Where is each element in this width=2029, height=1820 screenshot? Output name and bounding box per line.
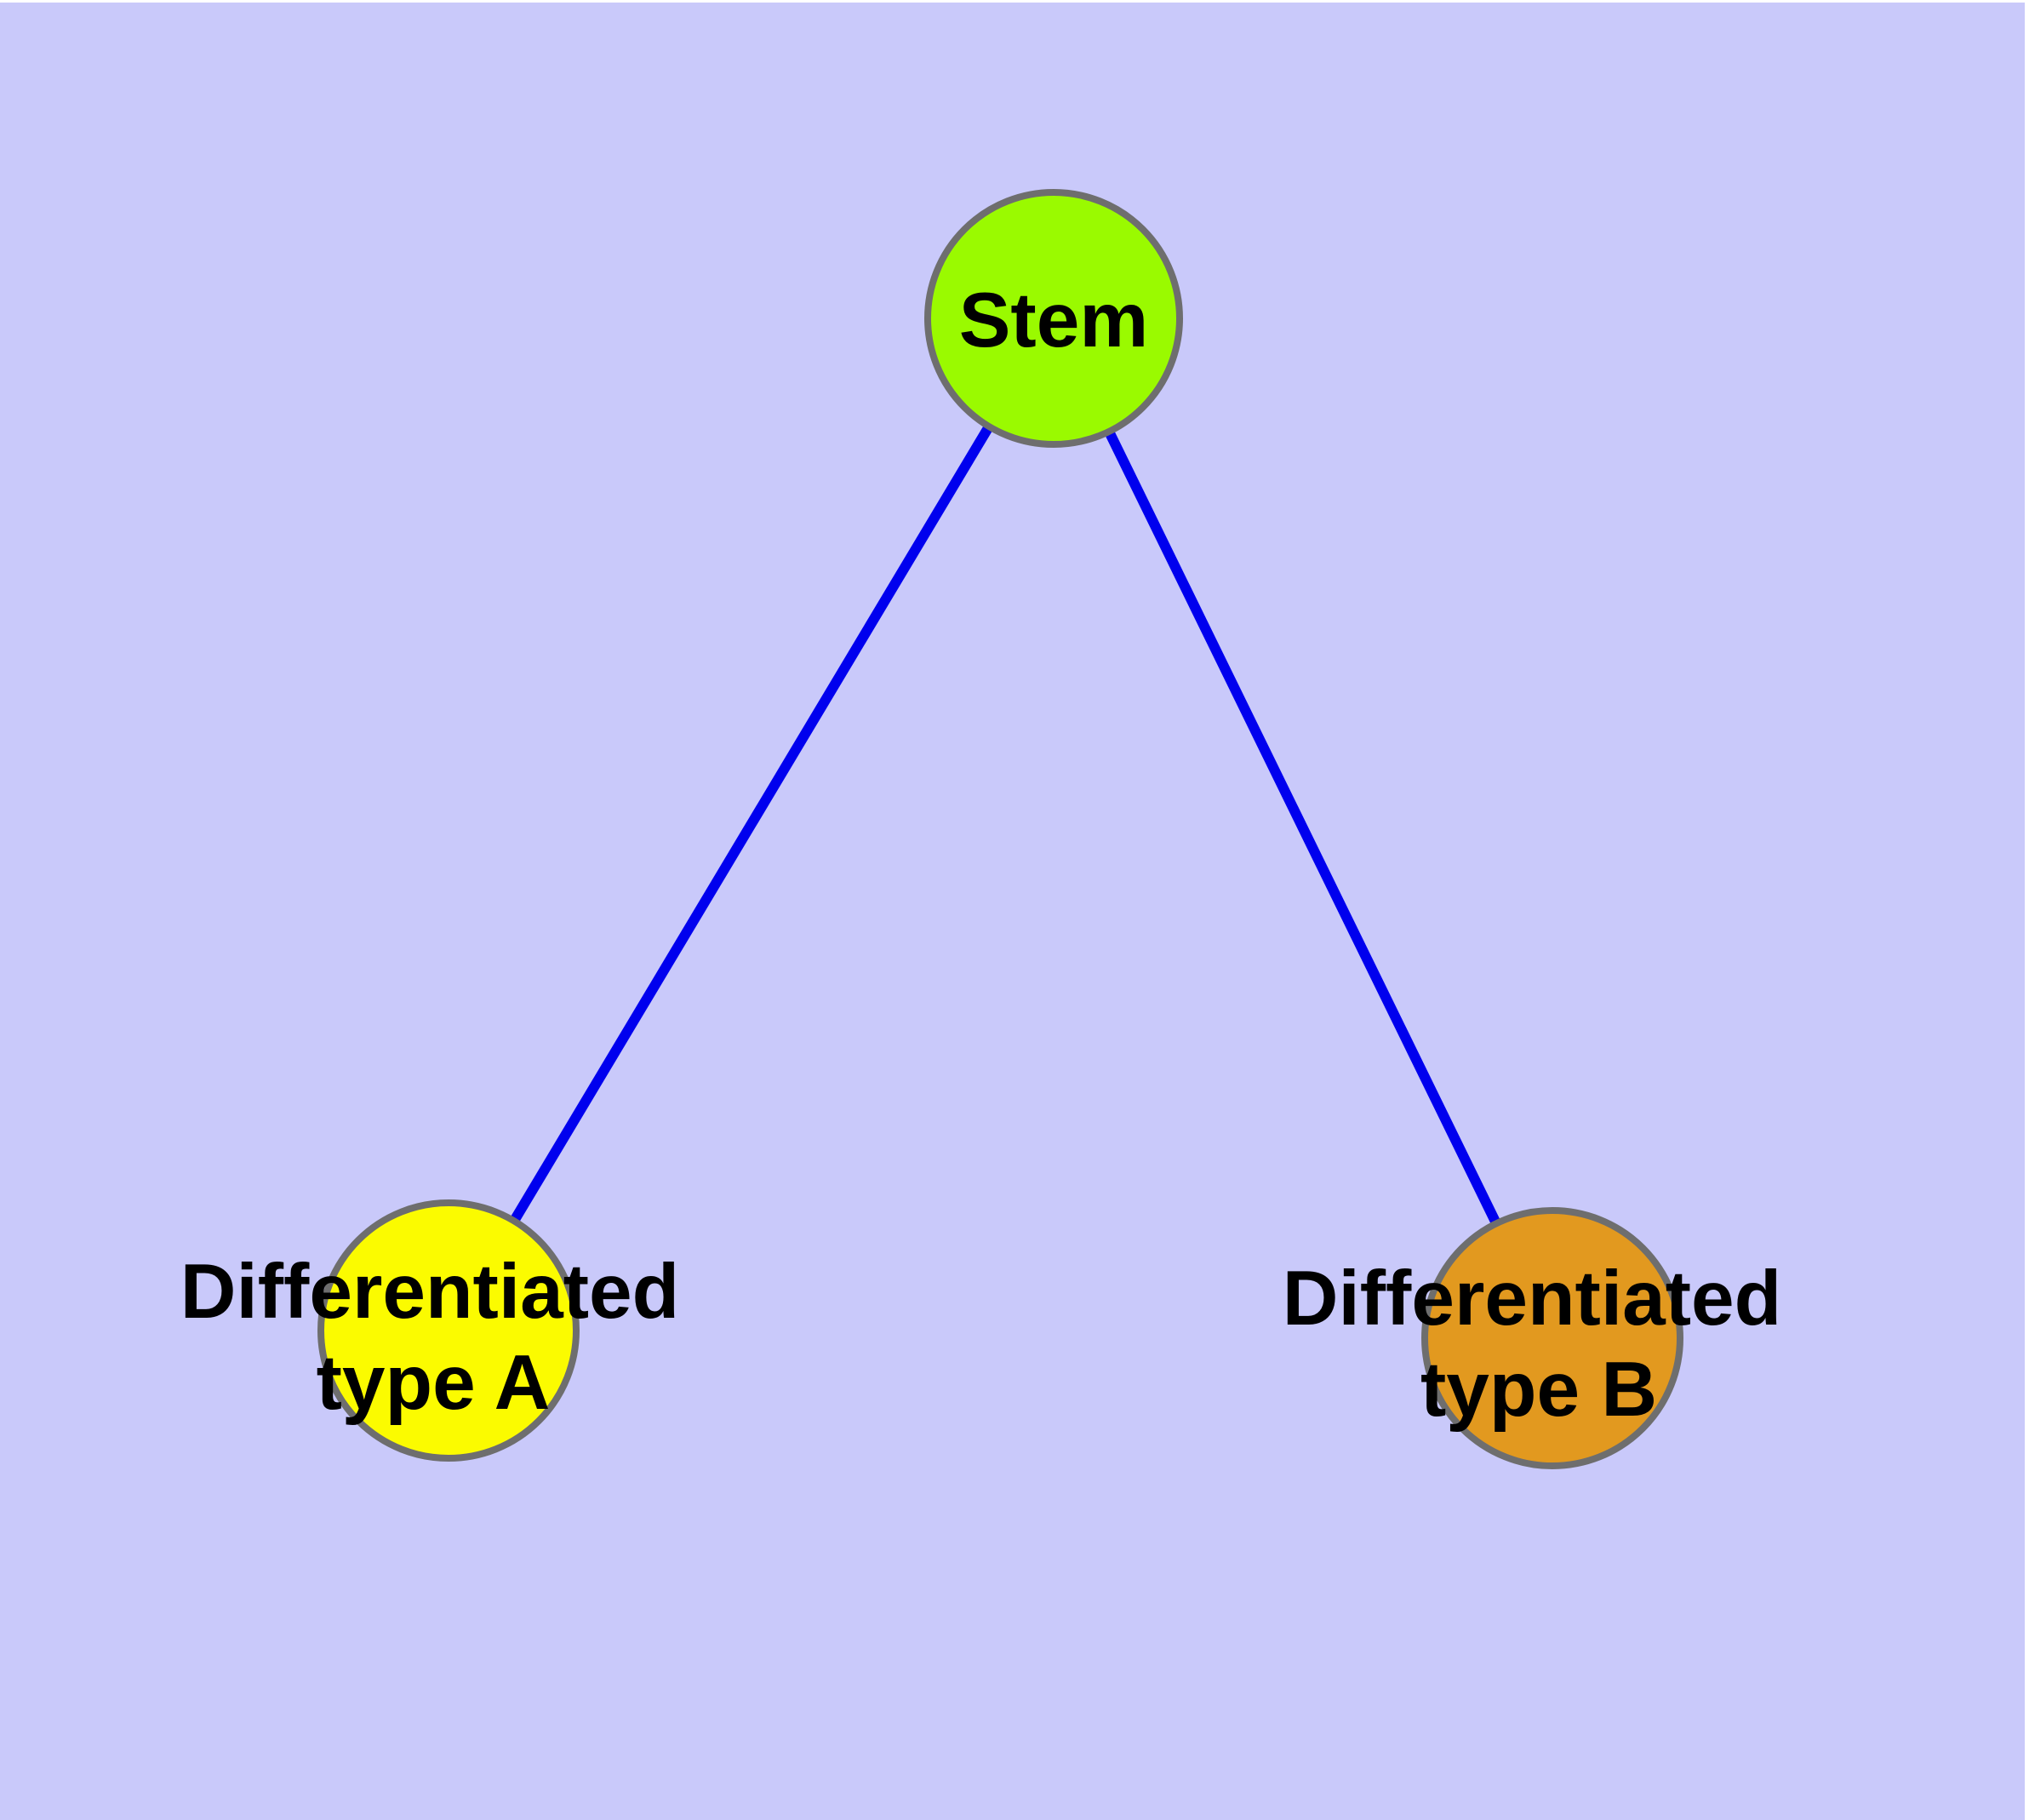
node-differentiated-type-a: Differentiated type A	[180, 1199, 680, 1462]
node-stem-label: Stem	[959, 278, 1149, 363]
node-stem: Stem	[924, 189, 1183, 448]
edge-stem-to-type-a	[443, 315, 1059, 1334]
node-differentiated-type-a-label-line2: type A	[317, 1340, 551, 1426]
node-differentiated-type-b-label-line2: type B	[1420, 1347, 1657, 1433]
node-differentiated-type-a-circle	[317, 1199, 580, 1462]
node-differentiated-type-b-label-line1: Differentiated	[1283, 1256, 1782, 1342]
node-differentiated-type-b: Differentiated type B	[1283, 1207, 1782, 1469]
node-differentiated-type-a-label-line1: Differentiated	[180, 1249, 680, 1335]
node-differentiated-type-b-circle	[1421, 1207, 1683, 1469]
edge-stem-to-type-b	[1049, 316, 1557, 1341]
edge-group	[443, 315, 1557, 1341]
node-stem-circle	[924, 189, 1183, 448]
